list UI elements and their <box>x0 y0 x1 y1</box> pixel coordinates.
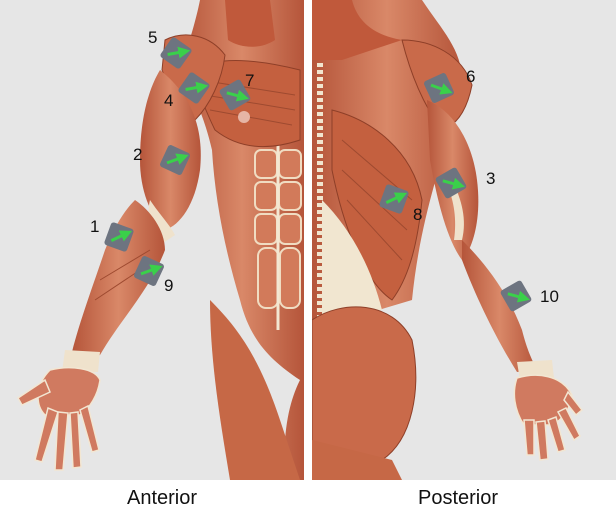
electrode-label-7: 7 <box>245 72 254 89</box>
electrode-label-10: 10 <box>540 288 559 305</box>
electrode-label-6: 6 <box>466 68 475 85</box>
electrode-4 <box>177 71 210 104</box>
electrode-label-5: 5 <box>148 29 157 46</box>
electrode-label-1: 1 <box>90 218 99 235</box>
electrode-3 <box>435 167 468 200</box>
electrode-5 <box>159 36 192 69</box>
anterior-label: Anterior <box>127 488 197 508</box>
posterior-electrodes <box>312 0 616 480</box>
electrode-label-2: 2 <box>133 146 142 163</box>
electrode-label-9: 9 <box>164 277 173 294</box>
electrode-2 <box>159 144 191 176</box>
electrode-8 <box>379 184 410 215</box>
electrode-label-3: 3 <box>486 170 495 187</box>
electrode-label-4: 4 <box>164 92 173 109</box>
anterior-panel: 5 4 7 2 1 9 <box>0 0 304 480</box>
posterior-label: Posterior <box>418 488 498 508</box>
electrode-6 <box>423 72 455 104</box>
electrode-9 <box>133 255 165 287</box>
anterior-electrodes <box>0 0 304 480</box>
posterior-panel: 6 3 8 10 <box>312 0 616 480</box>
electrode-1 <box>104 222 135 253</box>
electrode-label-8: 8 <box>413 206 422 223</box>
electrode-10 <box>500 280 533 313</box>
